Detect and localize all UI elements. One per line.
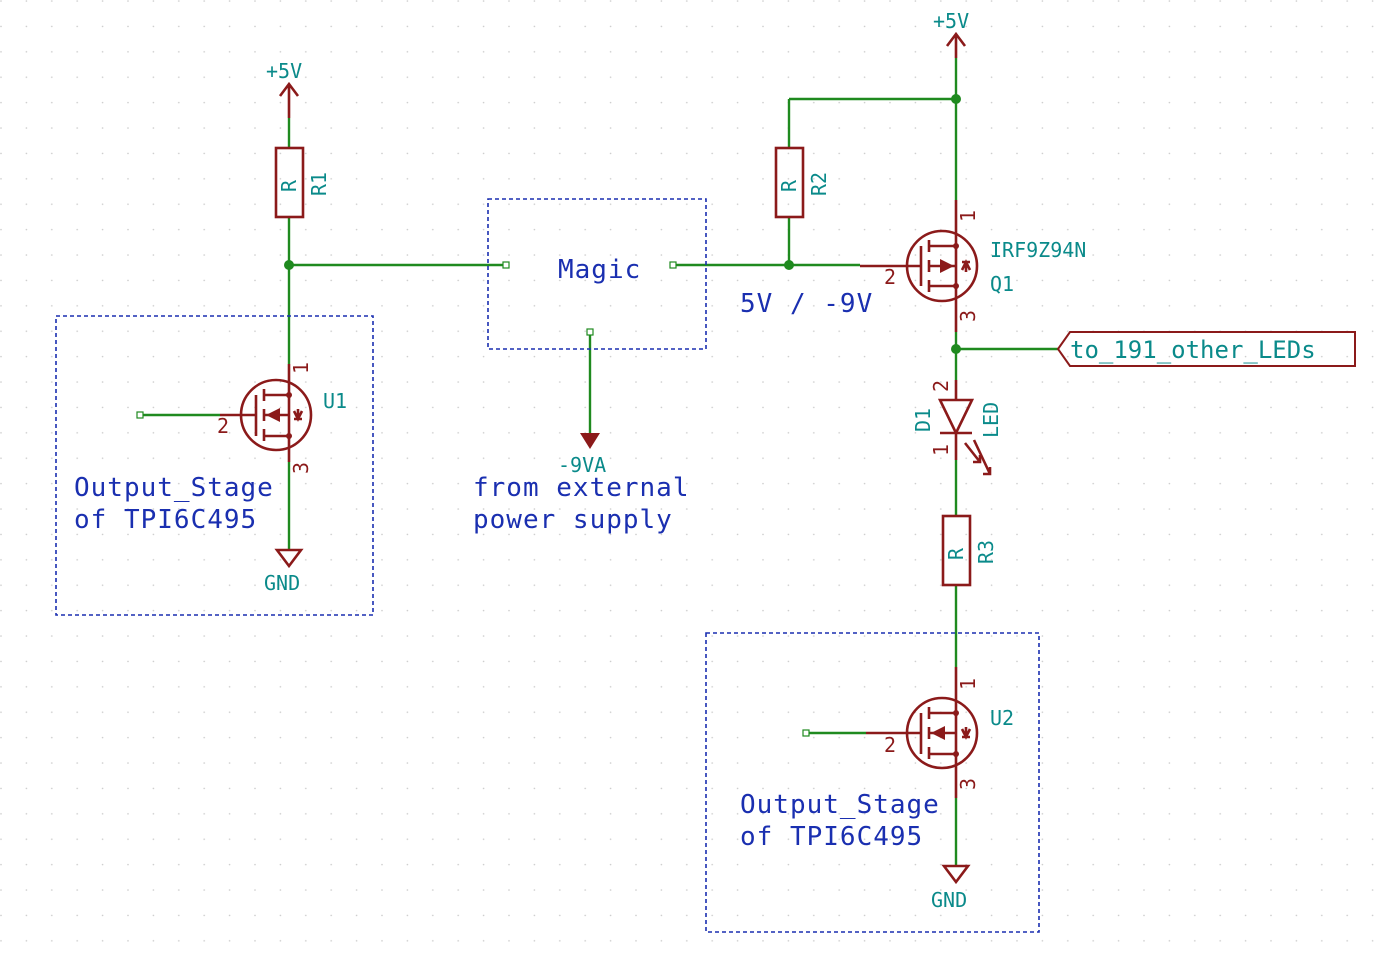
output-stage-right-line2: of TPI6C495 [740,822,923,852]
r3-value: R [944,547,968,560]
gnd-right-symbol[interactable]: GND [931,864,971,912]
u1-ref: U1 [323,389,347,413]
neg-supply-symbol[interactable]: -9VA [558,433,606,477]
junctions [284,94,961,354]
external-supply-line1: from external [473,473,690,503]
gnd-left-symbol[interactable]: GND [264,548,304,595]
global-label-to-other-leds[interactable]: to_191_other_LEDs [1056,331,1356,367]
gnd-right-label: GND [931,888,967,912]
magic-output-port[interactable] [669,261,677,269]
resistor-r3[interactable]: R R3 [941,514,998,587]
r2-ref: R2 [807,172,831,196]
u2-pin3: 3 [956,778,980,790]
q1-pin1: 1 [956,210,980,222]
u1-pin1: 1 [289,362,313,374]
junction-dot [951,344,961,354]
resistor-r2[interactable]: R R2 [774,146,831,219]
junction-dot [951,94,961,104]
output-stage-left-line1: Output_Stage [74,473,274,503]
junction-dot [784,260,794,270]
output-stage-right-line1: Output_Stage [740,790,940,820]
u2-pin1: 1 [956,678,980,690]
output-stage-left-line2: of TPI6C495 [74,505,257,535]
neg-supply-label: -9VA [558,453,606,477]
output-stage-right-box [705,632,1040,933]
u2-input-port[interactable] [802,729,810,737]
gnd-left-label: GND [264,571,300,595]
r1-value: R [277,179,301,192]
q1-value: IRF9Z94N [990,238,1086,262]
vcc-right-label: +5V [933,9,969,33]
resistor-r1[interactable]: R R1 [274,146,331,219]
swing-label: 5V / -9V [740,289,873,319]
mosfet-q1[interactable]: 1 2 3 IRF9Z94N Q1 [860,200,1086,332]
mosfet-u1[interactable]: 1 2 3 U1 [217,362,347,474]
r1-ref: R1 [307,172,331,196]
r2-value: R [777,179,801,192]
magic-box [487,198,707,350]
q1-pin2: 2 [884,265,896,289]
d1-ref: D1 [911,408,935,432]
external-supply-line2: power supply [473,505,673,535]
magic-label: Magic [558,255,641,285]
magic-input-port[interactable] [502,261,510,269]
vcc-left-symbol[interactable]: +5V [266,59,302,118]
d1-value: LED [979,402,1003,438]
led-d1[interactable]: 2 1 D1 LED [911,380,1003,476]
u1-input-port[interactable] [136,411,144,419]
global-label-text: to_191_other_LEDs [1070,336,1316,364]
mosfet-u2[interactable]: 1 2 3 U2 [866,667,1014,798]
q1-pin3: 3 [956,310,980,322]
junction-dot [284,260,294,270]
q1-ref: Q1 [990,272,1014,296]
d1-pin-cathode: 1 [929,444,953,456]
vcc-left-label: +5V [266,59,302,83]
u2-pin2: 2 [884,733,896,757]
magic-supply-port[interactable] [586,328,594,336]
u1-pin3: 3 [289,462,313,474]
r3-ref: R3 [974,540,998,564]
u1-pin2: 2 [217,414,229,438]
d1-pin-anode: 2 [929,380,953,392]
u2-ref: U2 [990,706,1014,730]
vcc-right-symbol[interactable]: +5V [933,9,969,58]
